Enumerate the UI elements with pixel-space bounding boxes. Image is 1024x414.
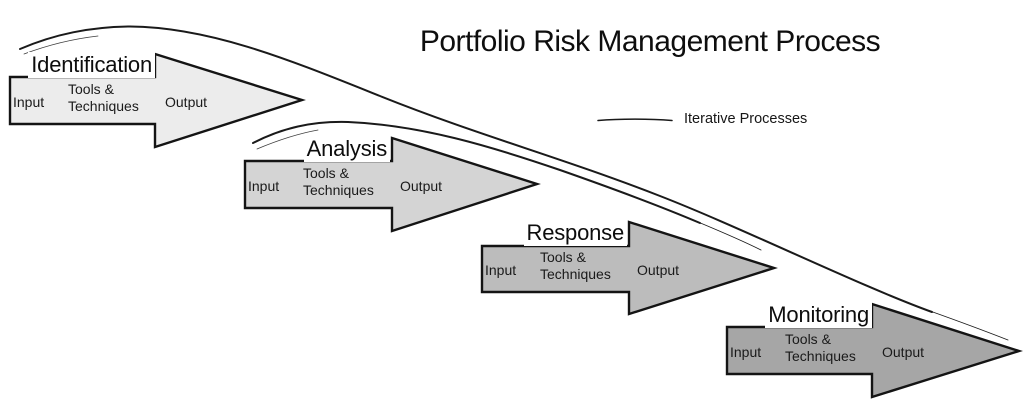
iterative-curve-long-tail <box>929 310 1009 341</box>
tools-techniques-label-monitoring: Tools & Techniques <box>785 331 856 364</box>
tools-techniques-label-response: Tools & Techniques <box>540 249 611 282</box>
input-label-response: Input <box>485 262 517 278</box>
output-label-monitoring: Output <box>882 344 925 360</box>
iterative-curve-short-tail <box>697 221 762 251</box>
diagram-title: Portfolio Risk Management Process <box>419 25 881 58</box>
input-label-analysis: Input <box>248 178 280 194</box>
process-title-monitoring: Monitoring <box>765 302 872 328</box>
process-analysis: Analysis Input Tools & Techniques Output <box>245 136 537 231</box>
output-label-analysis: Output <box>400 178 443 194</box>
iterative-curve-short-start-taper <box>256 129 319 150</box>
input-label-monitoring: Input <box>730 344 762 360</box>
process-title-analysis: Analysis <box>303 136 390 162</box>
process-response: Response Input Tools & Techniques Output <box>482 220 774 315</box>
iterative-curve-long-start-taper <box>23 35 99 55</box>
iterative-curve-short <box>252 120 701 224</box>
output-label-identification: Output <box>165 94 208 110</box>
process-title-identification: Identification <box>28 52 155 78</box>
input-label-identification: Input <box>13 94 45 110</box>
legend-line-sample <box>597 118 673 122</box>
process-monitoring: Monitoring Input Tools & Techniques Outp… <box>727 302 1019 397</box>
output-label-response: Output <box>637 262 680 278</box>
tools-techniques-label-identification: Tools & Techniques <box>68 81 139 114</box>
process-title-response: Response <box>523 220 627 246</box>
process-identification: Identification Input Tools & Techniques … <box>10 52 302 147</box>
legend-label: Iterative Processes <box>684 111 808 127</box>
tools-techniques-label-analysis: Tools & Techniques <box>303 165 374 198</box>
iterative-curve-long <box>19 25 933 313</box>
arrow-shape-response <box>480 220 778 316</box>
